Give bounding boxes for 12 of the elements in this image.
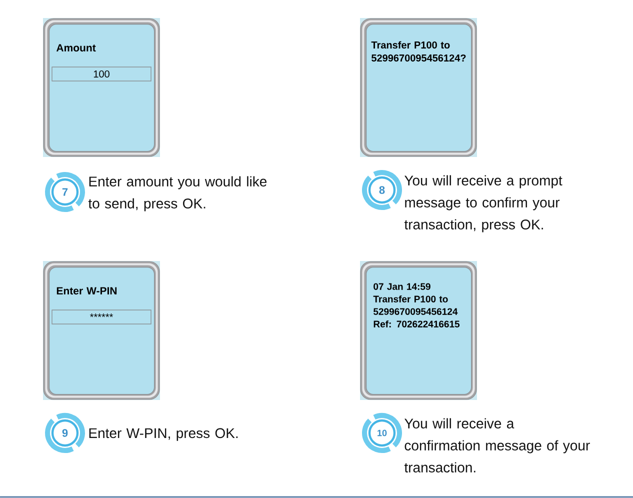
instruction-text: You will receive a prompt message to confirm your transaction, press OK. (404, 175, 562, 232)
instruction-text: Enter amount you would like to send, press OK. (88, 176, 267, 212)
instruction-text: You will receive a confirmation message of your transaction. (404, 418, 590, 472)
step-badge: 10 (362, 413, 402, 453)
input-field: ****** (52, 310, 152, 324)
step-badge: 9 (45, 413, 85, 453)
step-badge: 8 (362, 170, 402, 210)
phone-screen: Transfer P100 to 5299670095456124? (360, 18, 477, 157)
instruction-text: Enter W-PIN, press OK. (89, 428, 238, 441)
input-field: 100 (52, 66, 152, 82)
phone-screen: 07 Jan 14:59 Transfer P100 to 5299670095456124 Ref: 702622416615 (360, 261, 477, 400)
step-badge: 7 (45, 172, 85, 212)
